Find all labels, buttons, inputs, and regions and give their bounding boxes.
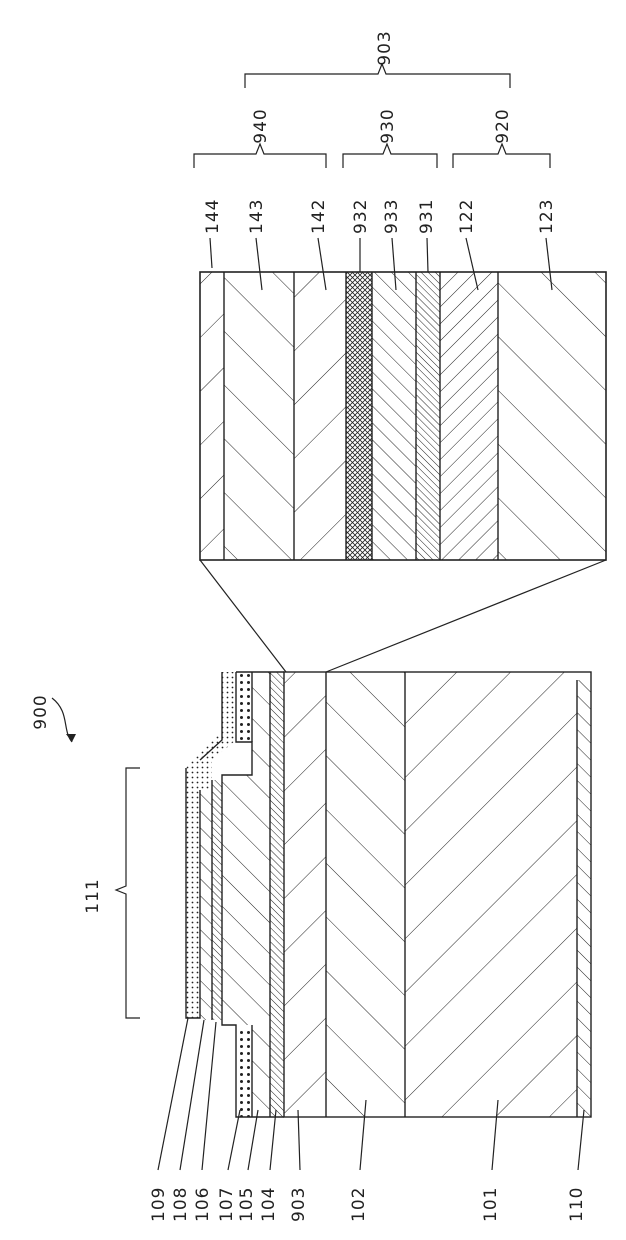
label-108: 108 bbox=[171, 1187, 191, 1222]
inset-layer-933 bbox=[372, 272, 416, 560]
brace-920 bbox=[453, 144, 550, 168]
inset-layer-142 bbox=[294, 272, 346, 560]
label-920: 920 bbox=[493, 108, 513, 143]
label-109: 109 bbox=[149, 1187, 169, 1222]
layer-109-strip bbox=[186, 768, 200, 1018]
brace-111 bbox=[116, 768, 140, 1018]
label-903-bottom: 903 bbox=[289, 1187, 309, 1222]
layer-104 bbox=[270, 672, 284, 1117]
inset-layer-144 bbox=[200, 272, 224, 560]
label-104: 104 bbox=[259, 1187, 279, 1222]
zoom-line-top bbox=[200, 560, 286, 672]
inset-layer-122 bbox=[440, 272, 498, 560]
label-122: 122 bbox=[457, 199, 477, 234]
brace-903 bbox=[245, 64, 510, 88]
layer-101 bbox=[405, 672, 577, 1117]
label-144: 144 bbox=[203, 199, 223, 234]
label-101: 101 bbox=[481, 1187, 501, 1222]
inset-layer-932 bbox=[346, 272, 372, 560]
label-931: 931 bbox=[417, 199, 437, 234]
layer-903 bbox=[284, 672, 326, 1117]
label-110: 110 bbox=[567, 1187, 587, 1222]
layer-106 bbox=[212, 780, 222, 1020]
label-900: 900 bbox=[31, 694, 51, 729]
label-930: 930 bbox=[378, 108, 398, 143]
inset-layer-143 bbox=[224, 272, 294, 560]
layer-110 bbox=[577, 680, 591, 1117]
label-123: 123 bbox=[537, 199, 557, 234]
inset-layer-stack bbox=[200, 272, 606, 560]
inset-layer-931 bbox=[416, 272, 440, 560]
label-142: 142 bbox=[309, 199, 329, 234]
brace-940 bbox=[194, 144, 326, 168]
layer-108 bbox=[200, 790, 212, 1020]
label-903-top: 903 bbox=[375, 30, 395, 65]
label-107: 107 bbox=[217, 1187, 237, 1222]
brace-930 bbox=[343, 144, 437, 168]
inset-layer-123 bbox=[498, 272, 606, 560]
zoom-line-bottom bbox=[326, 560, 606, 672]
layer-107-bottom bbox=[236, 1030, 252, 1117]
label-933: 933 bbox=[382, 199, 402, 234]
label-111: 111 bbox=[83, 878, 103, 913]
label-106: 106 bbox=[193, 1187, 213, 1222]
layer-107-top bbox=[236, 672, 252, 742]
label-102: 102 bbox=[349, 1187, 369, 1222]
label-932: 932 bbox=[351, 199, 371, 234]
layer-102 bbox=[326, 672, 405, 1117]
label-105: 105 bbox=[237, 1187, 257, 1222]
label-940: 940 bbox=[251, 108, 271, 143]
device-stack bbox=[186, 672, 591, 1117]
label-143: 143 bbox=[247, 199, 267, 234]
